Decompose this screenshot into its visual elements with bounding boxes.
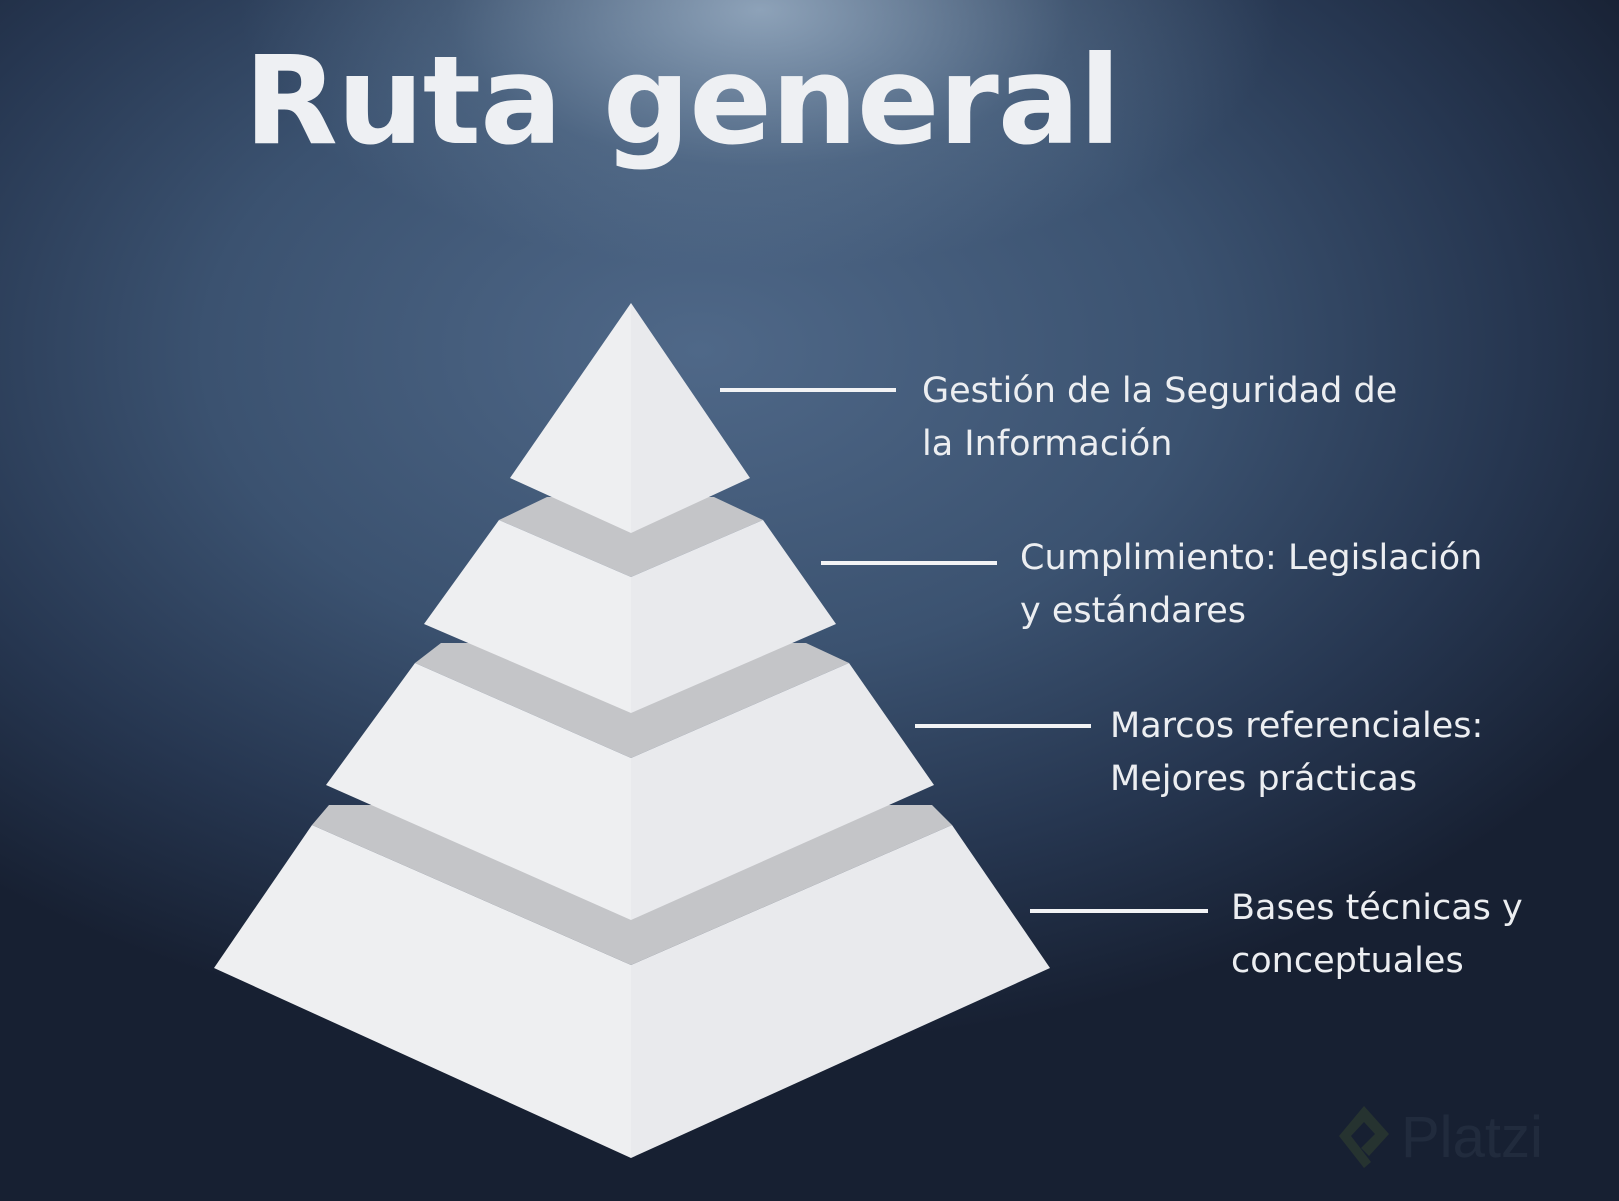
- slide-title: Ruta general: [244, 30, 1121, 172]
- level-1-line-2: la Información: [922, 424, 1173, 464]
- level-2-label: Cumplimiento: Legislación y estándares: [1020, 532, 1482, 638]
- pyramid-tier-3-right: [631, 663, 934, 920]
- level-2-line-1: Cumplimiento: Legislación: [1020, 538, 1483, 578]
- level-3-label: Marcos referenciales: Mejores prácticas: [1110, 700, 1483, 806]
- level-1-line-1: Gestión de la Seguridad de: [922, 371, 1398, 411]
- connector-line-2: [821, 561, 997, 565]
- connector-line-3: [915, 724, 1091, 728]
- connector-line-1: [720, 388, 896, 392]
- pyramid-tier-1-left: [510, 303, 631, 533]
- level-3-line-1: Marcos referenciales:: [1110, 706, 1484, 746]
- pyramid-tier-2-left: [424, 520, 631, 713]
- platzi-logo-icon: [1339, 1106, 1389, 1168]
- level-4-label: Bases técnicas y conceptuales: [1231, 882, 1523, 988]
- pyramid-tier-2-band: [499, 497, 763, 577]
- level-2-line-2: y estándares: [1020, 591, 1247, 631]
- pyramid-tier-4-right: [631, 825, 1050, 1158]
- level-4-line-2: conceptuales: [1231, 941, 1464, 981]
- level-4-line-1: Bases técnicas y: [1231, 888, 1523, 928]
- pyramid-tier-3-left: [326, 663, 631, 920]
- pyramid-tier-1-right: [631, 303, 750, 533]
- level-3-line-2: Mejores prácticas: [1110, 759, 1418, 799]
- watermark-text: Platzi: [1401, 1104, 1543, 1170]
- pyramid-tier-4-left: [214, 825, 631, 1158]
- platzi-watermark: Platzi: [1335, 1102, 1543, 1172]
- pyramid-tier-2-right: [631, 520, 836, 713]
- connector-line-4: [1030, 909, 1208, 913]
- level-1-label: Gestión de la Seguridad de la Informació…: [922, 365, 1397, 471]
